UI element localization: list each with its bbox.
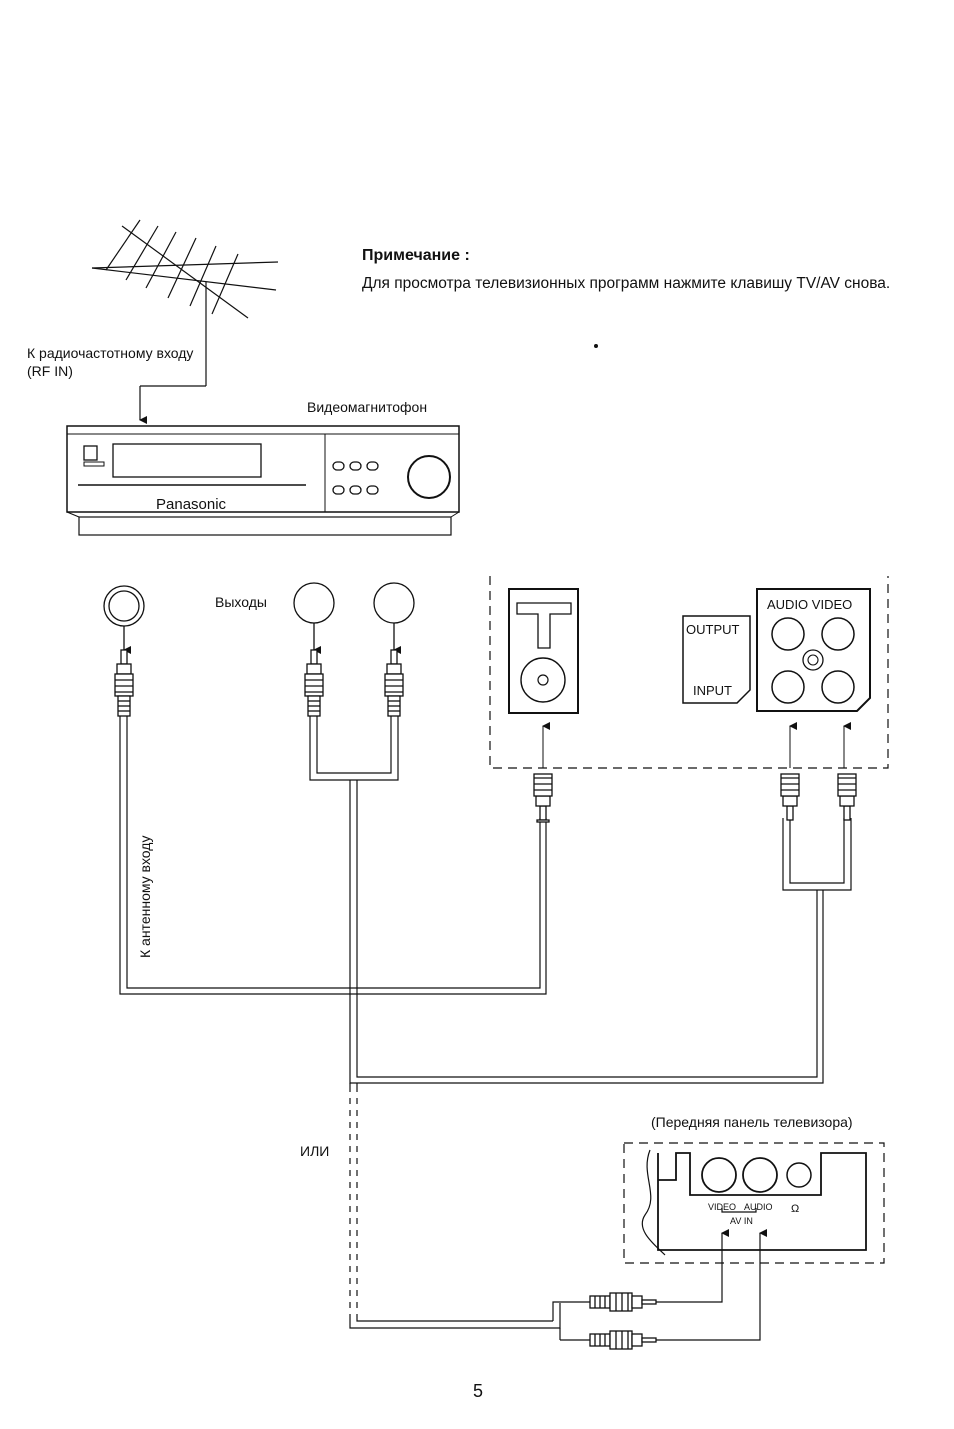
- cables: [120, 716, 851, 1340]
- av-in-label: AV IN: [730, 1216, 753, 1226]
- rca-plug-icon: [590, 1293, 656, 1349]
- antenna-input-label: К антенному входу: [137, 836, 153, 958]
- headphone-icon: Ω: [791, 1203, 799, 1215]
- brand-label: Panasonic: [156, 496, 227, 513]
- output-jack-label: OUTPUT: [686, 622, 740, 637]
- antenna-icon: [92, 220, 278, 420]
- vcr-output-jacks: [104, 583, 414, 650]
- rca-plug-icon: [115, 650, 403, 716]
- dot-mark: [594, 344, 598, 348]
- input-jack-label: INPUT: [693, 683, 732, 698]
- front-video-label: VIDEO: [708, 1202, 736, 1212]
- audio-video-label: AUDIO VIDEO: [767, 597, 852, 612]
- vcr-device: [67, 426, 459, 535]
- front-audio-label: AUDIO: [744, 1202, 773, 1212]
- rca-plug-icon: [534, 774, 856, 822]
